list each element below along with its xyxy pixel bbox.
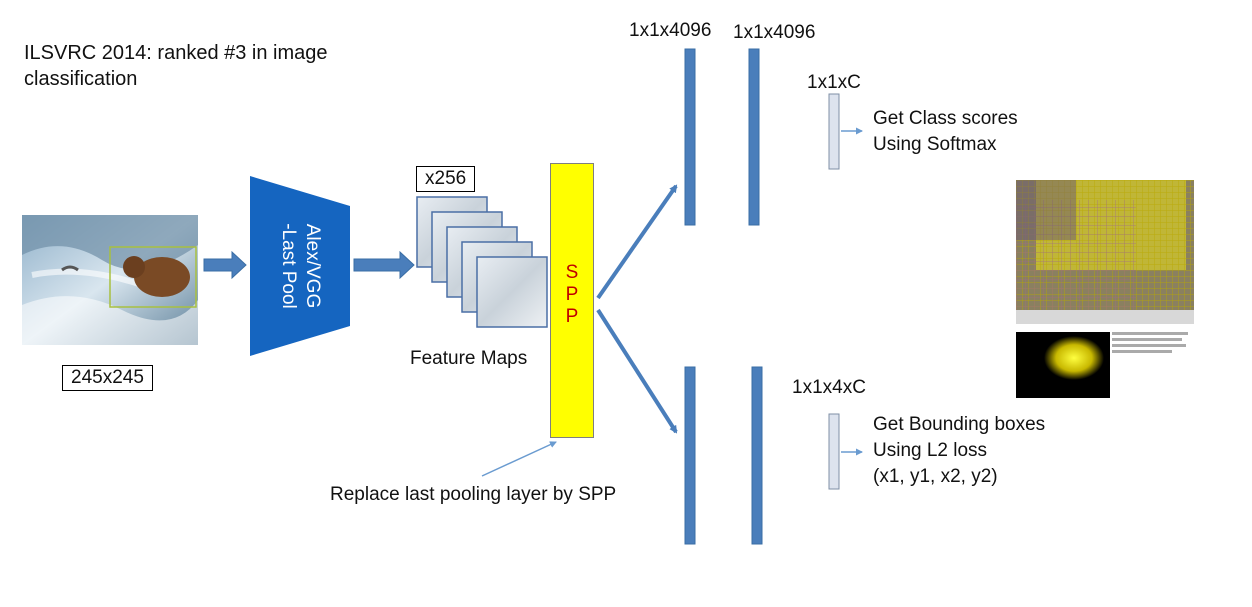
feature-map-stack xyxy=(416,196,548,328)
bear-shape xyxy=(134,257,190,297)
spp-label: S P P xyxy=(550,262,594,328)
spp-letter: P xyxy=(565,284,579,305)
detection-visualization xyxy=(1016,180,1194,398)
diagram-title: ILSVRC 2014: ranked #3 in image classifi… xyxy=(24,40,328,92)
fc-bar-lower-1 xyxy=(684,366,696,545)
arrow-spp-to-classification xyxy=(596,184,678,300)
spp-letter: P xyxy=(565,306,579,327)
spp-letter: S xyxy=(565,262,579,283)
feature-maps-caption: Feature Maps xyxy=(410,348,528,369)
fc-bar-upper-2 xyxy=(748,48,760,226)
bbox-output-bar xyxy=(828,413,840,490)
fc-bar-lower-2 xyxy=(751,366,763,545)
bbox-desc-line-1: Get Bounding boxes xyxy=(873,414,1046,435)
fc-bar-upper-1 xyxy=(684,48,696,226)
bbox-output-label: 1x1x4xC xyxy=(792,377,866,398)
spp-block xyxy=(550,163,594,438)
input-size-label: 245x245 xyxy=(62,365,153,391)
class-scores-description: Get Class scores Using Softmax xyxy=(873,106,1018,158)
spp-annotation: Replace last pooling layer by SPP xyxy=(330,484,617,505)
bbox-description: Get Bounding boxes Using L2 loss (x1, y1… xyxy=(873,412,1045,490)
bounding-box-overlay xyxy=(109,246,197,308)
annotation-pointer xyxy=(481,441,557,477)
network-block xyxy=(250,176,350,356)
class-desc-line-1: Get Class scores xyxy=(873,108,1018,129)
input-image xyxy=(22,215,198,345)
class-desc-line-2: Using Softmax xyxy=(873,134,997,155)
feature-map-count: x256 xyxy=(416,166,476,192)
arrow-image-to-network xyxy=(203,250,247,280)
title-line-1: ILSVRC 2014: ranked #3 in image xyxy=(24,42,328,64)
bbox-desc-line-3: (x1, y1, x2, y2) xyxy=(873,466,998,487)
feature-map xyxy=(476,256,548,328)
arrow-network-to-features xyxy=(353,250,415,280)
fc1-label: 1x1x4096 xyxy=(629,20,712,41)
fc2-label: 1x1x4096 xyxy=(733,22,816,43)
class-output-label: 1x1xC xyxy=(807,72,861,93)
title-line-2: classification xyxy=(24,68,138,90)
class-output-bar xyxy=(828,93,840,170)
bbox-desc-line-2: Using L2 loss xyxy=(873,440,988,461)
arrow-spp-to-regression xyxy=(596,308,678,434)
